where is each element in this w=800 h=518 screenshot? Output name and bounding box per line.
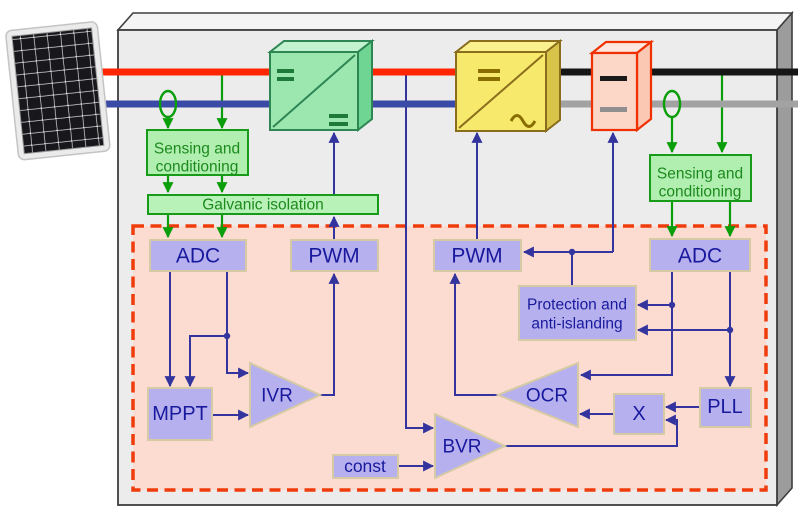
bvr-block (434, 412, 508, 480)
sensing-left-box: Sensing and conditioning (146, 129, 249, 176)
pll-block (699, 387, 752, 428)
current-sensor-left-icon (158, 89, 178, 119)
sensing-left-label-2: conditioning (156, 159, 239, 176)
contactor-right-face (635, 39, 653, 133)
signal-lines (164, 74, 736, 472)
control-blocks: ADC PWM PWM ADC Protection and anti-isla… (147, 238, 752, 480)
enclosure-top-face (116, 12, 794, 31)
galvanic-isolation-box: Galvanic isolation (147, 194, 379, 215)
contact-neutral-icon (600, 107, 627, 112)
dc-dc-converter (267, 38, 375, 133)
solar-panel-cells (11, 27, 105, 155)
junction-dots (223, 248, 734, 340)
current-sensor-right-icon (662, 89, 682, 119)
grid-contactor (588, 39, 655, 133)
dc-symbol-top-icon (277, 69, 294, 73)
multiplier-label: X (632, 403, 645, 425)
dc-symbol-icon (478, 69, 500, 73)
converter-right-face (357, 38, 373, 133)
multiplier-block (613, 393, 665, 435)
protection-label-1: Protection and (527, 297, 627, 314)
ocr-block (495, 361, 579, 429)
sensing-right-rect (649, 154, 752, 202)
solar-panel (5, 21, 111, 161)
dc-symbol-top-icon (277, 77, 294, 81)
const-block (332, 454, 399, 479)
line-dc-bus-to-bvr (405, 74, 435, 434)
ocr-label: OCR (526, 386, 568, 407)
dc-ac-inverter (453, 38, 563, 134)
junction-dot (223, 332, 231, 340)
inverter-top-face (453, 40, 563, 53)
adc-right-label: ADC (678, 245, 722, 268)
adc-left-block (149, 239, 247, 272)
ac-symbol-icon (509, 114, 537, 128)
sensing-left-rect (146, 129, 249, 176)
sensing-right-label-2: conditioning (659, 184, 742, 201)
contact-line-icon (600, 76, 627, 81)
junction-dot (726, 326, 734, 334)
protection-label-2: anti-islanding (531, 316, 622, 333)
adc-left-label: ADC (176, 245, 220, 268)
converter-diagonal (272, 54, 356, 128)
line-ocr-to-pwm-right (449, 272, 498, 396)
line-adc-left-to-ivr (226, 271, 250, 379)
converter-top-face (267, 40, 375, 53)
pwm-left-block (290, 239, 379, 272)
galvanic-isolation-label: Galvanic isolation (202, 197, 323, 214)
mppt-block (147, 387, 213, 441)
enclosure-right-face (776, 10, 793, 508)
sensing-right-box: Sensing and conditioning (649, 154, 752, 202)
ivr-label: IVR (261, 386, 293, 407)
junction-dot (568, 248, 576, 256)
mppt-label: MPPT (152, 403, 208, 425)
dc-symbol-bottom-icon (329, 122, 348, 126)
line-bvr-to-multiplier (505, 414, 678, 447)
pwm-right-label: PWM (451, 245, 502, 268)
dc-symbol-icon (478, 77, 500, 81)
inverter-diagonal (458, 54, 544, 129)
bvr-label: BVR (442, 437, 481, 458)
sensing-left-label-1: Sensing and (154, 141, 240, 158)
line-ivr-to-pwm-left (320, 272, 340, 396)
pwm-left-label: PWM (308, 245, 359, 268)
const-label: const (344, 456, 386, 476)
galvanic-isolation-rect (147, 194, 379, 215)
contactor-front-face (590, 51, 639, 132)
pwm-right-block (433, 239, 522, 272)
pll-label: PLL (707, 396, 743, 418)
ivr-block (249, 361, 323, 429)
inverter-right-face (545, 38, 561, 134)
dc-symbol-bottom-icon (329, 114, 348, 118)
adc-right-block (649, 238, 751, 272)
protection-block (518, 285, 637, 341)
line-branch-to-mppt (184, 335, 227, 388)
sensing-right-label-1: Sensing and (657, 166, 743, 183)
junction-dot (668, 301, 676, 309)
